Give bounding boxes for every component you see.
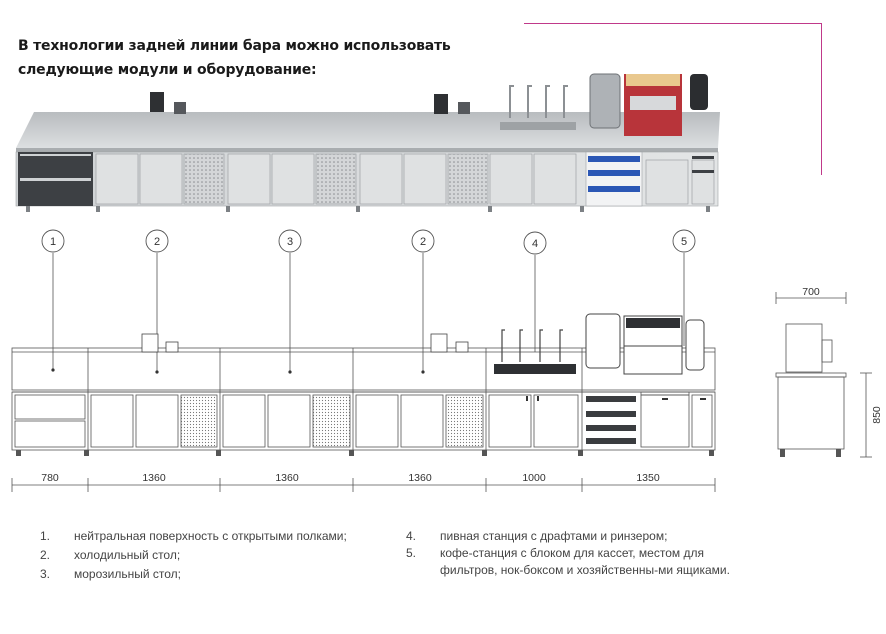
accent-line-horizontal xyxy=(524,23,821,24)
accent-line-vertical xyxy=(821,23,822,175)
dimension-780: 780 xyxy=(41,472,59,484)
callout-5-label: 5 xyxy=(681,236,687,248)
callout-2b-label: 2 xyxy=(420,236,426,248)
dimension-850: 850 xyxy=(871,406,883,424)
pos-terminal xyxy=(150,92,164,112)
legend-item-1: 1. нейтральная поверхность с открытыми п… xyxy=(40,529,347,543)
title-line-1: В технологии задней линии бара можно исп… xyxy=(18,38,451,54)
legend-right: 4. пивная станция с драфтами и ринзером;… xyxy=(406,528,746,579)
callout-2 xyxy=(145,229,169,253)
dimension-1350: 1350 xyxy=(636,472,660,484)
side-view xyxy=(775,292,872,458)
dimension-1360a: 1360 xyxy=(142,472,166,484)
front-elevation xyxy=(11,347,716,451)
dimension-1360c: 1360 xyxy=(408,472,432,484)
callout-5 xyxy=(672,229,696,253)
callout-3-label: 3 xyxy=(287,236,293,248)
countertop xyxy=(16,112,720,148)
bar-line-render xyxy=(15,73,720,212)
callout-2-label: 2 xyxy=(154,236,160,248)
callout-1 xyxy=(41,229,65,253)
dimension-700: 700 xyxy=(802,286,820,298)
callout-4 xyxy=(523,231,547,255)
legend-item-5: 5. кофе-станция с блоком для кассет, мес… xyxy=(406,546,730,577)
beer-taps xyxy=(509,85,568,118)
dimension-1000: 1000 xyxy=(522,472,546,484)
callout-1-label: 1 xyxy=(50,236,56,248)
legend-left: 1. нейтральная поверхность с открытыми п… xyxy=(40,528,360,583)
dimension-1360b: 1360 xyxy=(275,472,299,484)
title-line-2: следующие модули и оборудование: xyxy=(18,62,317,78)
legend-item-3: 3. морозильный стол; xyxy=(40,567,181,581)
callout-2b xyxy=(411,229,435,253)
legend-item-2: 2. холодильный стол; xyxy=(40,548,181,562)
coffee-grinder xyxy=(690,74,708,110)
callout-4-label: 4 xyxy=(532,238,538,250)
callout-3 xyxy=(278,229,302,253)
page-title: В технологии задней линии бара можно исп… xyxy=(18,34,538,82)
legend-item-4: 4. пивная станция с драфтами и ринзером; xyxy=(406,529,668,543)
